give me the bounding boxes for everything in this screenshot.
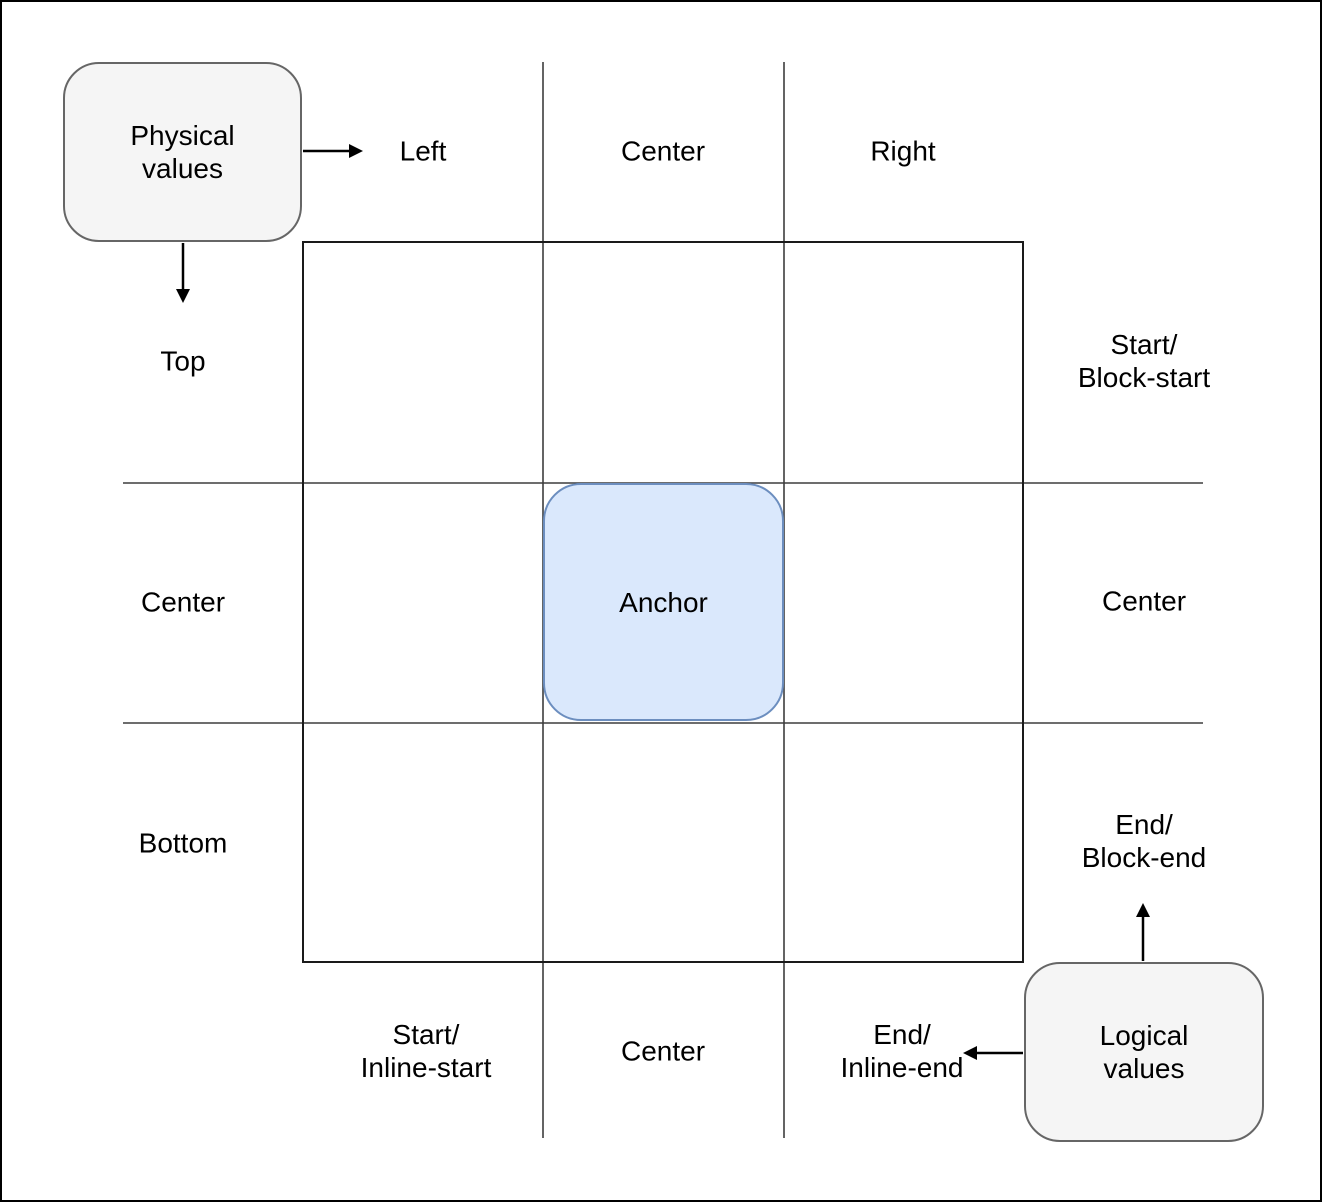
arrow-physical-to-top	[176, 243, 190, 303]
arrow-logical-to-inline-end	[963, 1046, 1023, 1060]
arrowhead-down-icon	[176, 289, 190, 303]
label-left-center: Center	[140, 586, 226, 618]
label-bottom: Bottom	[138, 827, 228, 859]
physical-values-legend-box: Physical values	[63, 62, 302, 242]
label-top-center: Center	[620, 135, 706, 167]
logical-values-legend-box: Logical values	[1024, 962, 1264, 1142]
label-end-inline-end: End/ Inline-end	[841, 1018, 964, 1084]
anchor-label: Anchor	[619, 586, 708, 618]
logical-values-label-line2: values	[1103, 1053, 1185, 1084]
label-right: Right	[870, 135, 936, 167]
arrowhead-up-icon	[1136, 903, 1150, 917]
label-start-inline-start-line1: Start/	[392, 1019, 460, 1050]
label-end-inline-end-line2: Inline-end	[840, 1052, 964, 1083]
anchor-box: Anchor	[543, 483, 784, 721]
label-end-block-end-line1: End/	[1115, 809, 1173, 840]
arrowhead-left-icon	[963, 1046, 977, 1060]
label-end-block-end: End/ Block-end	[1082, 808, 1207, 874]
logical-values-label-line1: Logical	[1099, 1020, 1189, 1051]
label-right-center: Center	[1101, 585, 1187, 617]
label-top: Top	[160, 345, 206, 377]
inner-grid-square	[302, 241, 1024, 963]
physical-values-label-line2: values	[142, 153, 223, 184]
label-start-block-start-line2: Block-start	[1077, 362, 1211, 393]
label-left: Left	[399, 135, 447, 167]
label-bottom-center: Center	[620, 1035, 706, 1067]
arrow-physical-to-left	[303, 144, 363, 158]
label-end-block-end-line2: Block-end	[1081, 842, 1207, 873]
label-end-inline-end-line1: End/	[873, 1019, 931, 1050]
physical-values-label-line1: Physical	[130, 120, 235, 151]
label-start-block-start-line1: Start/	[1110, 329, 1178, 360]
label-start-block-start: Start/ Block-start	[1078, 328, 1210, 394]
label-start-inline-start: Start/ Inline-start	[361, 1018, 492, 1084]
arrowhead-right-icon	[349, 144, 363, 158]
arrow-logical-to-block-end	[1136, 903, 1150, 961]
label-start-inline-start-line2: Inline-start	[360, 1052, 492, 1083]
